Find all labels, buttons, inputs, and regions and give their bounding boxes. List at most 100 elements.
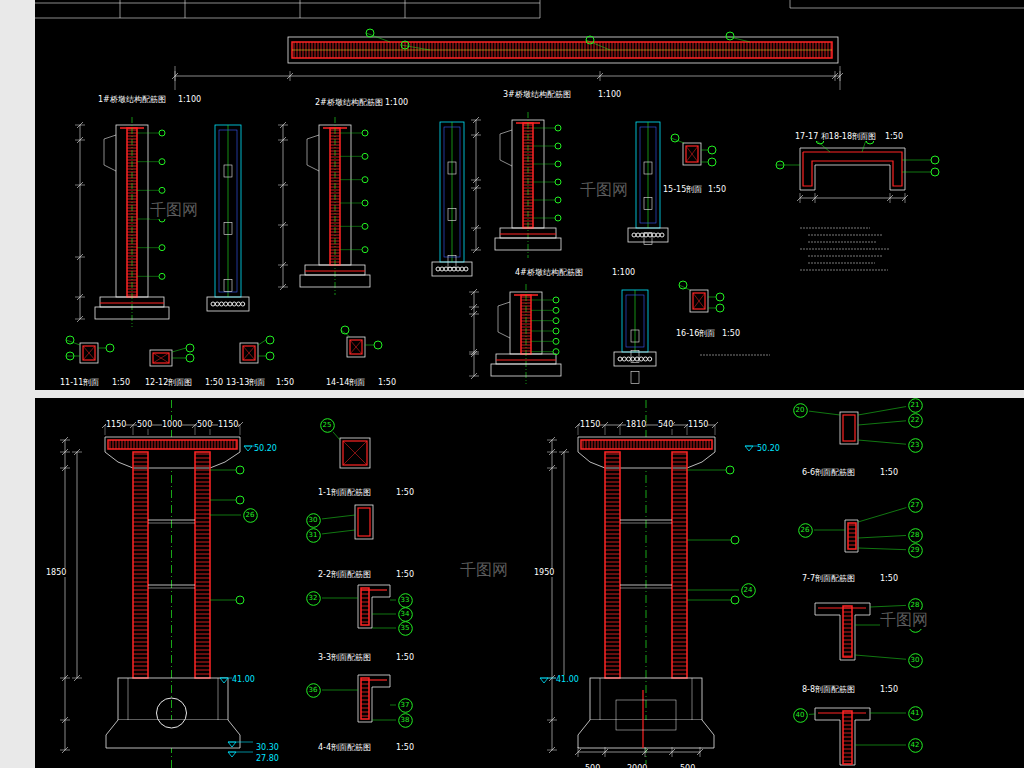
line bbox=[469, 352, 479, 353]
line bbox=[133, 578, 148, 579]
line bbox=[278, 125, 288, 126]
line bbox=[808, 256, 882, 257]
gravel bbox=[618, 357, 622, 361]
line bbox=[843, 729, 852, 730]
line bbox=[133, 546, 148, 547]
line bbox=[672, 466, 687, 467]
line bbox=[278, 185, 288, 186]
gravel bbox=[241, 302, 245, 306]
line bbox=[578, 747, 579, 757]
line bbox=[195, 494, 210, 495]
outline bbox=[220, 678, 228, 683]
line bbox=[672, 482, 687, 483]
footing bbox=[305, 265, 365, 275]
gravel bbox=[622, 357, 626, 361]
line bbox=[195, 502, 210, 503]
line bbox=[610, 440, 611, 449]
section-outline bbox=[80, 343, 98, 363]
watermark: 千图网 bbox=[150, 200, 198, 219]
line bbox=[133, 566, 148, 567]
line bbox=[361, 700, 369, 701]
callout-number: 26 bbox=[243, 508, 258, 523]
label-box: 1:100 bbox=[178, 87, 201, 106]
callout-text: 33 bbox=[398, 593, 413, 608]
drawing-title: 17-17 和18-18剖面图 bbox=[795, 132, 876, 141]
line bbox=[110, 440, 111, 449]
gravel bbox=[228, 302, 232, 306]
line bbox=[818, 712, 866, 713]
line bbox=[547, 468, 557, 469]
callout-number: 38 bbox=[398, 713, 413, 728]
line bbox=[185, 0, 186, 18]
line bbox=[605, 538, 620, 539]
line bbox=[672, 566, 687, 567]
line bbox=[60, 440, 70, 441]
line bbox=[127, 160, 137, 161]
label-box: 2-2剖面配筋图 bbox=[318, 562, 371, 581]
line bbox=[243, 346, 255, 360]
line bbox=[523, 221, 533, 222]
gravel bbox=[648, 357, 652, 361]
line bbox=[210, 500, 236, 501]
line bbox=[469, 354, 479, 355]
line bbox=[800, 193, 801, 203]
line bbox=[776, 165, 800, 166]
line bbox=[531, 320, 553, 321]
label-box: 1:50 bbox=[708, 177, 726, 196]
line bbox=[855, 655, 906, 659]
line bbox=[127, 226, 137, 227]
line bbox=[290, 71, 291, 81]
line bbox=[127, 190, 137, 191]
line bbox=[195, 614, 210, 615]
gravel bbox=[220, 302, 224, 306]
line bbox=[195, 566, 210, 567]
callout-text: 21 bbox=[908, 398, 923, 413]
line bbox=[133, 606, 148, 607]
footing bbox=[496, 354, 556, 364]
section-rebar bbox=[243, 346, 255, 360]
callout-circle bbox=[362, 200, 368, 206]
line bbox=[605, 550, 620, 551]
label-box: 30.30 bbox=[256, 735, 279, 754]
rebar-beam bbox=[581, 440, 712, 449]
drawing-title: 1:50 bbox=[722, 329, 740, 338]
line bbox=[116, 440, 117, 449]
line bbox=[75, 140, 85, 141]
label-box: 13-13剖面 bbox=[226, 370, 265, 389]
line bbox=[605, 582, 620, 583]
line bbox=[858, 407, 906, 415]
callout-circle bbox=[908, 706, 922, 720]
footing bbox=[95, 307, 169, 319]
callout-circle bbox=[306, 591, 320, 605]
line bbox=[709, 440, 710, 449]
label-box: 1:50 bbox=[396, 735, 414, 754]
line bbox=[195, 470, 210, 471]
line bbox=[361, 684, 369, 685]
line bbox=[642, 690, 643, 748]
line bbox=[195, 630, 210, 631]
outline bbox=[745, 446, 753, 451]
dimension: 2000 bbox=[627, 764, 647, 768]
callout-number: 30 bbox=[306, 513, 321, 528]
gravel bbox=[652, 233, 656, 237]
line bbox=[224, 440, 225, 449]
line bbox=[672, 582, 687, 583]
rebar-column bbox=[361, 588, 369, 625]
section-rebar bbox=[343, 441, 367, 465]
line bbox=[688, 440, 689, 449]
gravel bbox=[232, 302, 236, 306]
line bbox=[350, 340, 362, 354]
line bbox=[195, 602, 210, 603]
gravel bbox=[635, 357, 639, 361]
line bbox=[634, 440, 635, 449]
line bbox=[195, 498, 210, 499]
line bbox=[195, 458, 210, 459]
opening bbox=[631, 351, 639, 363]
line bbox=[133, 494, 148, 495]
line bbox=[230, 440, 231, 449]
line bbox=[607, 440, 608, 449]
outline bbox=[540, 678, 548, 683]
line bbox=[127, 193, 137, 194]
line bbox=[605, 486, 620, 487]
line bbox=[133, 474, 148, 475]
